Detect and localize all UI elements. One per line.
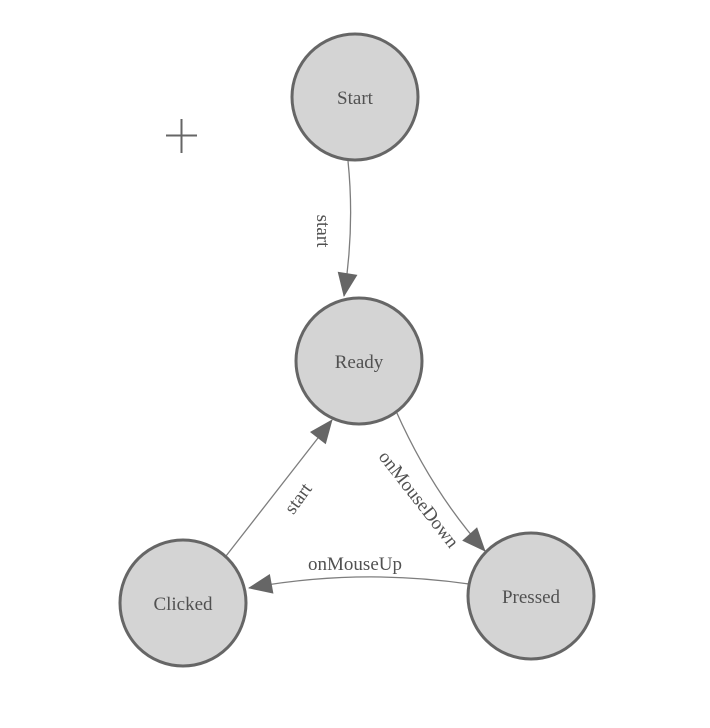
state-label: Pressed xyxy=(502,587,561,608)
state-node-clicked[interactable]: Clicked xyxy=(118,538,248,668)
transition-label-onmouseup: onMouseUp xyxy=(308,554,402,575)
transition-line[interactable] xyxy=(395,410,486,552)
transition-label-start-1: start xyxy=(312,215,333,248)
transition-line[interactable] xyxy=(225,419,333,557)
state-label: Ready xyxy=(335,352,384,373)
state-circle[interactable] xyxy=(294,296,424,426)
state-node-ready[interactable]: Ready xyxy=(294,296,424,426)
state-label: Start xyxy=(337,88,374,109)
transition-line[interactable] xyxy=(248,574,470,594)
state-circle[interactable] xyxy=(118,538,248,668)
transition-ready-to-pressed[interactable]: onMouseDown xyxy=(374,410,486,553)
state-node-start[interactable]: Start xyxy=(290,32,420,162)
origin-crosshair-icon xyxy=(166,119,197,153)
transition-label-start-2: start xyxy=(280,479,317,518)
state-circle[interactable] xyxy=(466,531,596,661)
state-node-pressed[interactable]: Pressed xyxy=(466,531,596,661)
transition-clicked-to-ready[interactable]: start xyxy=(225,419,333,557)
transition-label-onmousedown: onMouseDown xyxy=(374,447,463,553)
transition-pressed-to-clicked[interactable]: onMouseUp xyxy=(248,554,470,594)
transition-start-to-ready[interactable]: start xyxy=(312,160,358,297)
state-label: Clicked xyxy=(153,594,213,615)
transition-line[interactable] xyxy=(337,160,358,297)
state-circle[interactable] xyxy=(290,32,420,162)
